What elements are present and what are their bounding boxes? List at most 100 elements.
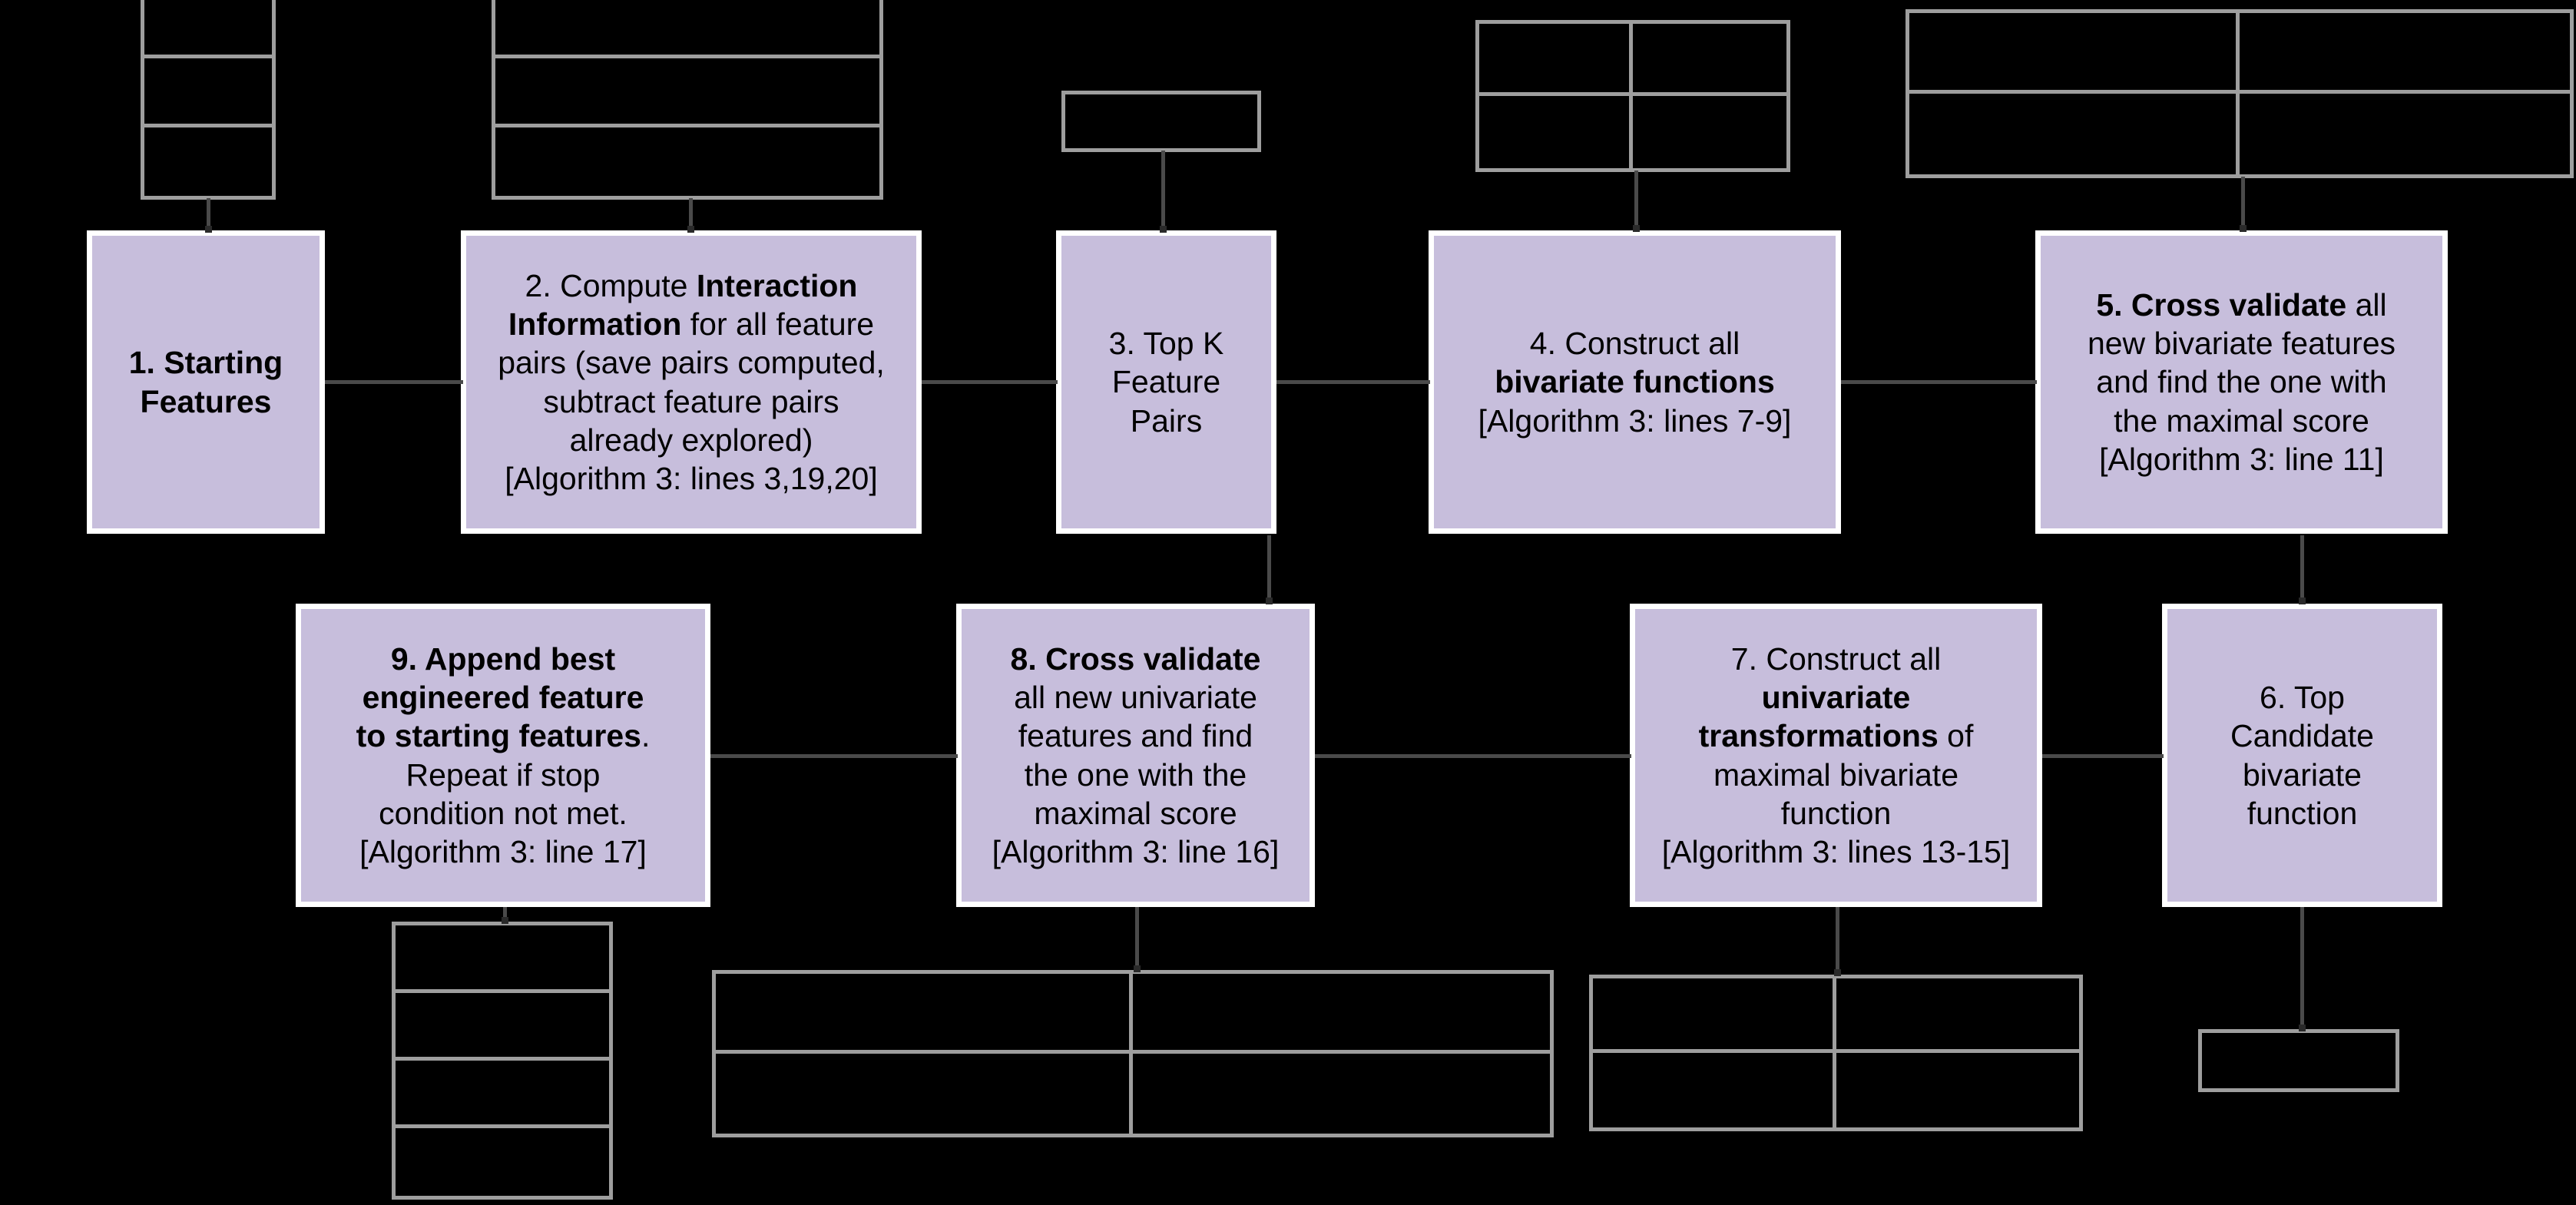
step-9-text-line: engineered feature [309,678,697,717]
step-7-text-segment: maximal bivariate [1713,756,1958,793]
step-3-text-line: Feature [1069,362,1263,401]
table-above-step-5 [1906,9,2574,178]
step-5-text-segment: [Algorithm 3: line 11] [2099,441,2384,477]
table-above-step-1-cell [144,58,272,127]
step-8-text-segment: maximal score [1034,795,1237,831]
step-8-text-line: [Algorithm 3: line 16] [969,833,1302,871]
step-3-text-segment: Feature [1111,364,1221,400]
step-8-text-segment: all new univariate [1014,680,1257,716]
table-above-step-1 [141,0,276,200]
step-2-text-segment: for all feature [681,306,875,343]
table-below-step-7-cell [1593,1053,1836,1127]
step-5-text-segment: 5. Cross validate [2096,287,2347,323]
connector-endpoint-icon [1160,226,1167,233]
step-1-text-segment: Features [140,383,272,419]
table-below-step-7-cell [1836,1053,2079,1127]
step-6-text-line: Candidate [2175,717,2429,755]
connector-horizontal [325,380,463,384]
step-5-text-line: the maximal score [2048,402,2435,440]
step-4-text-line: bivariate functions [1442,362,1828,401]
connector-horizontal [710,754,958,758]
step-8-text-line: the one with the [969,756,1302,794]
connector-endpoint-icon [1834,969,1841,976]
step-7-text-line: transformations of [1643,717,2029,755]
step-5-text-line: [Algorithm 3: line 11] [2048,440,2435,478]
connector-horizontal [2042,754,2164,758]
table-above-step-5-cell [1909,94,2240,174]
connector-endpoint-icon [2299,1025,2306,1031]
table-above-step-2 [492,0,883,200]
step-5-text-segment: new bivariate features [2087,326,2396,362]
step-9-text-segment: 9. Append best [390,641,616,677]
table-above-step-2-cell [495,127,879,196]
step-9-text-segment: [Algorithm 3: line 17] [359,833,647,869]
step-8-text-line: maximal score [969,794,1302,833]
step-9-text-segment: . [641,718,651,754]
table-below-step-6-cell [2202,1033,2396,1088]
step-2-text-line: Information for all feature [474,305,909,343]
step-5-text-line: new bivariate features [2048,324,2435,362]
step-2-text-segment: subtract feature pairs [543,383,839,419]
table-below-step-9-cell [396,1061,609,1128]
connector-endpoint-icon [502,917,508,924]
connector-endpoint-icon [1633,225,1640,232]
connector-endpoint-icon [2299,598,2306,604]
table-above-step-4-cell [1479,24,1633,96]
table-below-step-6 [2198,1029,2399,1092]
step-4-text-line: [Algorithm 3: lines 7-9] [1442,402,1828,440]
step-3-text-segment: Pairs [1130,402,1203,439]
table-below-step-7 [1589,975,2083,1131]
connector-horizontal [1276,380,1430,384]
step-9-text-line: [Algorithm 3: line 17] [309,833,697,871]
connector-endpoint-icon [205,226,212,233]
step-7-text-segment: univariate [1761,680,1911,716]
table-above-step-2-cell [495,0,879,59]
step-9-text-segment: to starting features [356,718,641,754]
connector-vertical [207,198,210,233]
step-5-text-line: 5. Cross validate all [2048,286,2435,324]
step-7-text-line: 7. Construct all [1643,640,2029,678]
step-5-text-line: and find the one with [2048,362,2435,401]
step-7-text-segment: [Algorithm 3: lines 13-15] [1661,833,2011,869]
table-above-step-4-cell [1479,96,1633,168]
step-3-text-line: Pairs [1069,402,1263,440]
step-2-text-line: already explored) [474,421,909,459]
table-above-step-1-cell [144,0,272,59]
table-below-step-8-cell [716,1054,1133,1134]
step-9-text-line: Repeat if stop [309,756,697,794]
table-above-step-4 [1475,20,1790,172]
step-3-text-line: 3. Top K [1069,324,1263,362]
step-6-text-line: function [2175,794,2429,833]
step-5-text-segment: and find the one with [2096,364,2387,400]
step-2-text-line: pairs (save pairs computed, [474,343,909,382]
table-above-step-4-cell [1633,96,1786,168]
table-below-step-9 [392,922,613,1200]
connector-vertical [1135,907,1139,972]
table-below-step-8-cell [1133,1054,1550,1134]
connector-vertical [2241,177,2245,232]
step-2-text-line: subtract feature pairs [474,382,909,421]
table-above-step-3 [1061,91,1261,152]
step-8-text-segment: [Algorithm 3: line 16] [992,833,1280,869]
step-9-text-line: to starting features. [309,717,697,755]
step-2-text-segment: Interaction [696,268,858,304]
step-8-text-line: all new univariate [969,678,1302,717]
step-6-text-line: bivariate [2175,756,2429,794]
step-1-text-line: Features [100,382,312,421]
step-9-text-segment: Repeat if stop [406,756,601,793]
